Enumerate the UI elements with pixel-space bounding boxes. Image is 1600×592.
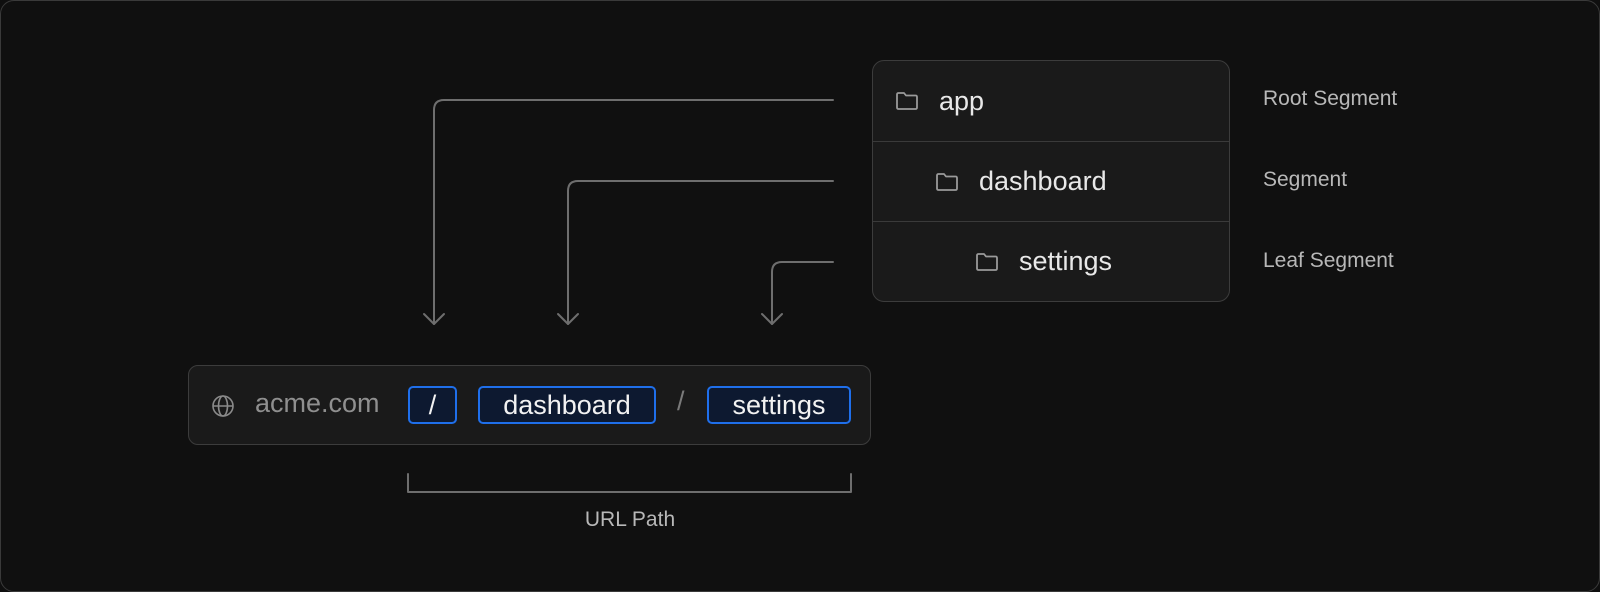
tree-item-dashboard[interactable]: dashboard <box>873 141 1229 221</box>
globe-icon <box>211 394 235 418</box>
url-segment-settings[interactable]: settings <box>707 386 851 424</box>
tree-item-label: app <box>939 85 985 116</box>
folder-tree: app dashboard settings <box>872 60 1230 302</box>
segment-label: Segment <box>1263 168 1348 191</box>
arrowhead-segment <box>557 313 579 325</box>
tree-item-settings[interactable]: settings <box>873 221 1229 301</box>
connector-segment <box>567 180 834 325</box>
url-segment-root[interactable]: / <box>408 386 457 424</box>
connector-root <box>433 99 834 325</box>
tree-item-label: settings <box>1019 246 1113 276</box>
tree-item-app[interactable]: app <box>873 61 1229 141</box>
arrowhead-root <box>423 313 445 325</box>
tree-item-label: dashboard <box>979 166 1107 196</box>
url-segment-dashboard[interactable]: dashboard <box>478 386 656 424</box>
connector-leaf <box>771 261 834 325</box>
url-separator: / <box>677 386 685 416</box>
folder-icon <box>935 172 959 192</box>
arrowhead-leaf <box>761 313 783 325</box>
url-domain: acme.com <box>255 388 380 418</box>
root-segment-label: Root Segment <box>1263 87 1398 110</box>
url-path-label: URL Path <box>584 508 676 531</box>
folder-icon <box>975 252 999 272</box>
url-bar[interactable]: acme.com / dashboard / settings <box>188 365 871 445</box>
url-path-bracket <box>407 473 852 493</box>
folder-icon <box>895 91 919 111</box>
leaf-segment-label: Leaf Segment <box>1263 249 1394 272</box>
